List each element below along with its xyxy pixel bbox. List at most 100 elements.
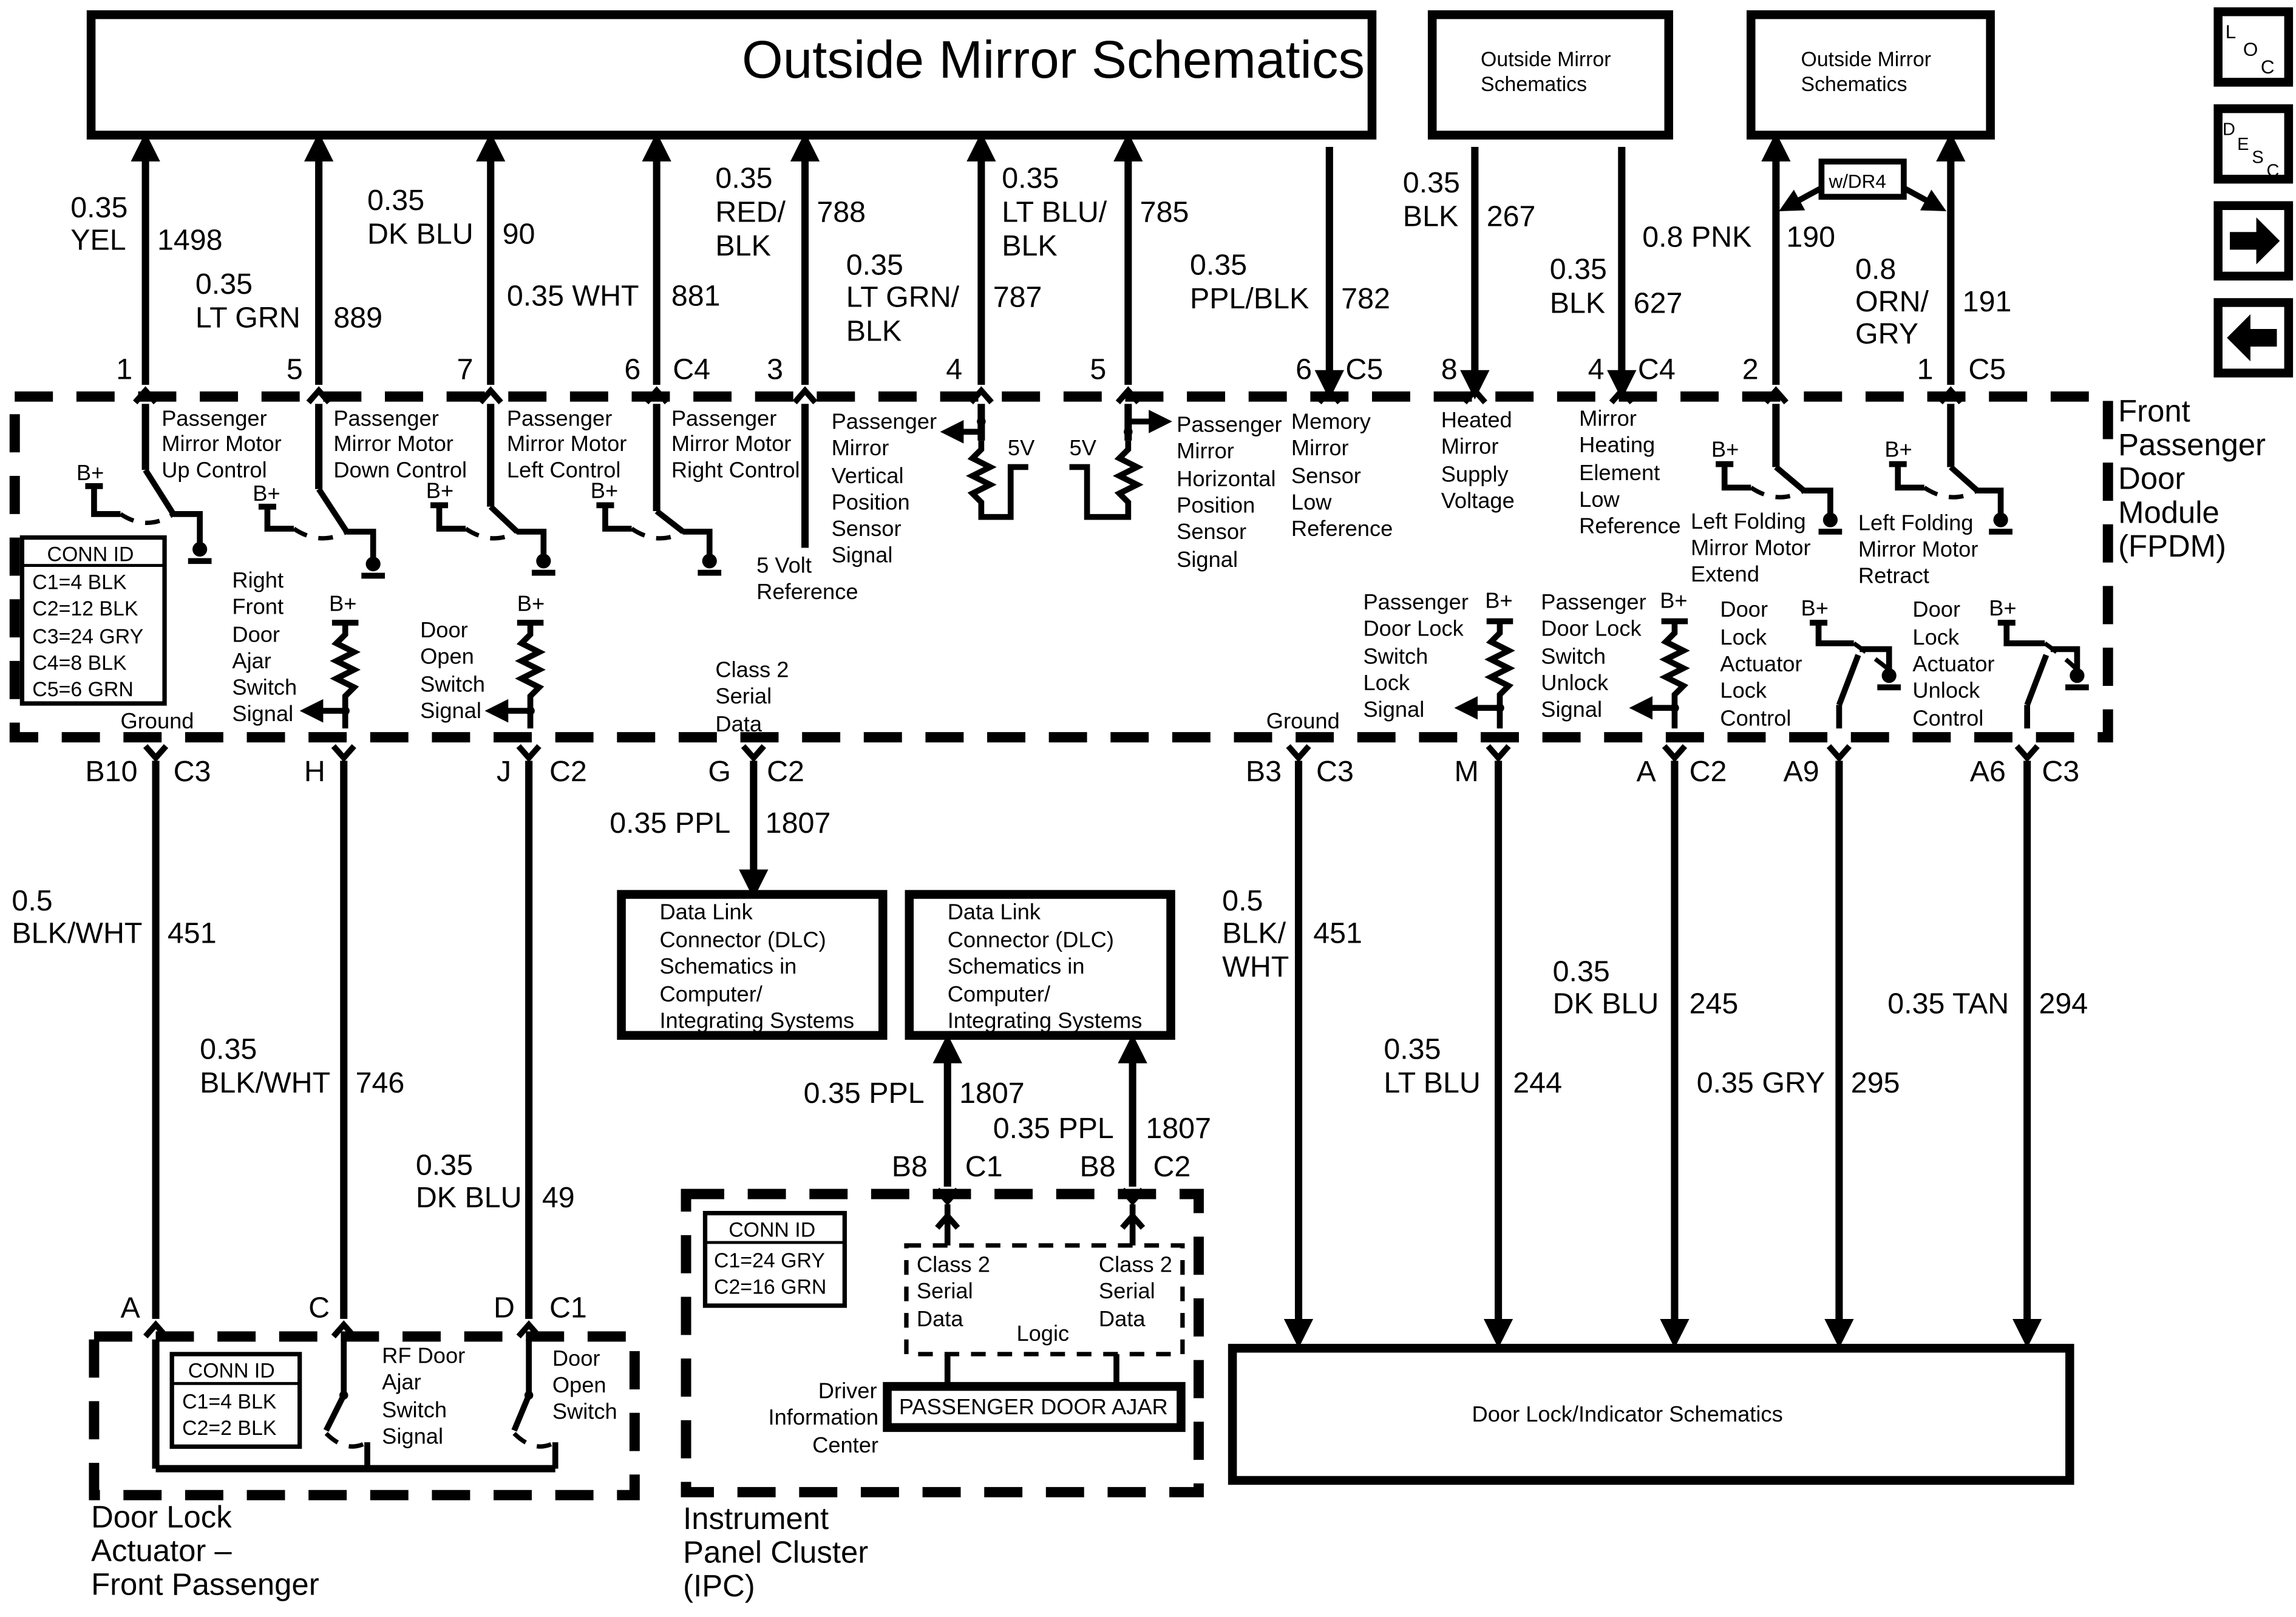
option-dr4: w/DR4 — [1779, 158, 1947, 212]
wire-191-gauge: 0.8 — [1855, 253, 1896, 286]
svg-text:B+: B+ — [1660, 588, 1687, 613]
svg-text:Switch: Switch — [232, 674, 297, 699]
wire-267-circuit: 267 — [1487, 200, 1536, 233]
svg-text:S: S — [2252, 148, 2263, 168]
wire-451a-color: BLK/WHT — [12, 917, 142, 949]
svg-text:C5: C5 — [1345, 353, 1383, 385]
svg-text:Passenger: Passenger — [2118, 427, 2266, 462]
svg-text:Heated: Heated — [1441, 407, 1512, 432]
wire-785-gauge: 0.35 — [1002, 162, 1059, 195]
arrow-right-icon — [2230, 217, 2280, 265]
actuator-boundary — [89, 1331, 640, 1500]
svg-text:Computer/: Computer/ — [659, 981, 763, 1006]
svg-text:H: H — [304, 755, 325, 788]
switch-actuator-lock: B+ — [1801, 595, 1901, 729]
svg-text:Passenger: Passenger — [1541, 589, 1646, 614]
svg-text:Integrating Systems: Integrating Systems — [948, 1008, 1143, 1033]
svg-text:Data: Data — [715, 711, 762, 736]
svg-text:Heating: Heating — [1579, 432, 1655, 457]
svg-text:Sensor: Sensor — [1291, 463, 1361, 488]
wire-788-color-2: BLK — [715, 229, 770, 262]
open-pullup: B+ — [484, 591, 546, 729]
ipc-conn-id: CONN ID C1=24 GRY C2=16 GRN — [702, 1210, 847, 1308]
svg-text:Signal: Signal — [382, 1423, 443, 1448]
outside-mirror-label-main: Outside Mirror Schematics — [742, 30, 1365, 89]
svg-text:(FPDM): (FPDM) — [2118, 529, 2226, 563]
svg-text:C1=4 BLK: C1=4 BLK — [32, 571, 127, 594]
label-ground-right: Ground — [1266, 708, 1340, 733]
dlc-box-right: Data Link Connector (DLC) Schematics in … — [905, 890, 1175, 1040]
svg-text:B+: B+ — [1485, 588, 1512, 613]
wire-245-circuit: 245 — [1690, 988, 1739, 1020]
switch-left-control: B+ — [426, 478, 555, 576]
wire-1807a-gauge: 0.35 PPL — [610, 807, 730, 839]
wire-90-color: DK BLU — [367, 218, 474, 251]
svg-text:C1: C1 — [549, 1291, 587, 1324]
wire-746-circuit: 746 — [356, 1066, 405, 1099]
svg-text:5: 5 — [287, 353, 303, 385]
svg-text:8: 8 — [1441, 353, 1458, 385]
wire-1807c-circuit: 1807 — [1146, 1112, 1211, 1145]
svg-text:Passenger: Passenger — [671, 406, 776, 431]
svg-text:Schematics in: Schematics in — [948, 954, 1085, 978]
label-ground-left: Ground — [120, 708, 194, 733]
wire-294-circuit: 294 — [2039, 988, 2088, 1020]
ajar-pullup: B+ — [299, 591, 361, 729]
loc-button[interactable]: L O C — [2213, 7, 2294, 87]
wire-627-color: BLK — [1550, 286, 1605, 319]
svg-text:Door: Door — [420, 617, 468, 642]
label-horizontal-sensor: Passenger Mirror Horizontal Position Sen… — [1177, 412, 1282, 572]
prev-page-button[interactable] — [2213, 298, 2294, 378]
label-left-control: Passenger Mirror Motor Left Control — [507, 406, 627, 483]
svg-text:CONN ID: CONN ID — [47, 543, 134, 566]
svg-text:C4: C4 — [1638, 353, 1676, 385]
svg-text:RF Door: RF Door — [382, 1343, 465, 1368]
svg-text:Position: Position — [832, 490, 910, 515]
svg-text:Reference: Reference — [1579, 513, 1680, 538]
wire-245-color: DK BLU — [1553, 988, 1659, 1020]
svg-text:B+: B+ — [253, 481, 280, 506]
wire-90-gauge: 0.35 — [367, 184, 424, 217]
actuator-internal — [152, 1339, 559, 1473]
svg-text:Sensor: Sensor — [1177, 519, 1246, 544]
label-class2-fpdm: Class 2 Serial Data — [715, 657, 789, 736]
svg-text:Control: Control — [1720, 705, 1791, 730]
svg-text:Signal: Signal — [1177, 547, 1238, 572]
svg-text:M: M — [1454, 755, 1478, 788]
svg-text:C5: C5 — [1968, 353, 2006, 385]
svg-text:C2: C2 — [1153, 1150, 1190, 1183]
svg-text:A: A — [120, 1291, 140, 1324]
svg-text:Data: Data — [1099, 1306, 1146, 1331]
wire-190-gauge: 0.8 PNK — [1642, 220, 1751, 253]
svg-text:Serial: Serial — [1099, 1278, 1155, 1303]
wire-889-gauge: 0.35 — [195, 268, 253, 300]
svg-text:Schematics in: Schematics in — [659, 954, 796, 978]
actuator-pin-labels: A C D C1 — [120, 1291, 587, 1339]
svg-text:Control: Control — [1912, 705, 1983, 730]
desc-button[interactable]: D E S C — [2213, 104, 2294, 184]
svg-text:Door Lock: Door Lock — [91, 1499, 232, 1534]
label-5v-reference: 5 Volt Reference — [756, 553, 858, 605]
wire-1807a-circuit: 1807 — [766, 807, 831, 839]
svg-text:Module: Module — [2118, 495, 2220, 529]
svg-text:Switch: Switch — [552, 1398, 617, 1423]
bottom-pin-labels: B10 C3 H J C2 G C2 B3 C3 M A C2 A9 A6 C3 — [85, 755, 2079, 788]
svg-text:Connector (DLC): Connector (DLC) — [948, 927, 1114, 952]
next-page-button[interactable] — [2213, 201, 2294, 281]
switch-actuator-unlock: B+ — [1989, 595, 2089, 729]
svg-text:C3: C3 — [1316, 755, 1354, 788]
svg-text:4: 4 — [1588, 353, 1605, 385]
svg-text:B+: B+ — [1884, 437, 1912, 462]
svg-text:Switch: Switch — [1363, 644, 1428, 669]
svg-text:Passenger: Passenger — [333, 406, 438, 431]
svg-text:Sensor: Sensor — [832, 516, 902, 541]
label-open-signal: Door Open Switch Signal — [420, 617, 485, 723]
svg-text:Passenger: Passenger — [1177, 412, 1282, 436]
ipc-display-message: PASSENGER DOOR AJAR — [883, 1381, 1186, 1432]
wire-785-color-2: BLK — [1002, 229, 1057, 262]
svg-text:Lock: Lock — [1720, 677, 1767, 702]
svg-text:A: A — [1637, 755, 1657, 788]
fpdm-module-name: Front Passenger Door Module (FPDM) — [2118, 393, 2266, 563]
svg-text:Reference: Reference — [756, 579, 858, 604]
wire-782-circuit: 782 — [1341, 282, 1390, 315]
